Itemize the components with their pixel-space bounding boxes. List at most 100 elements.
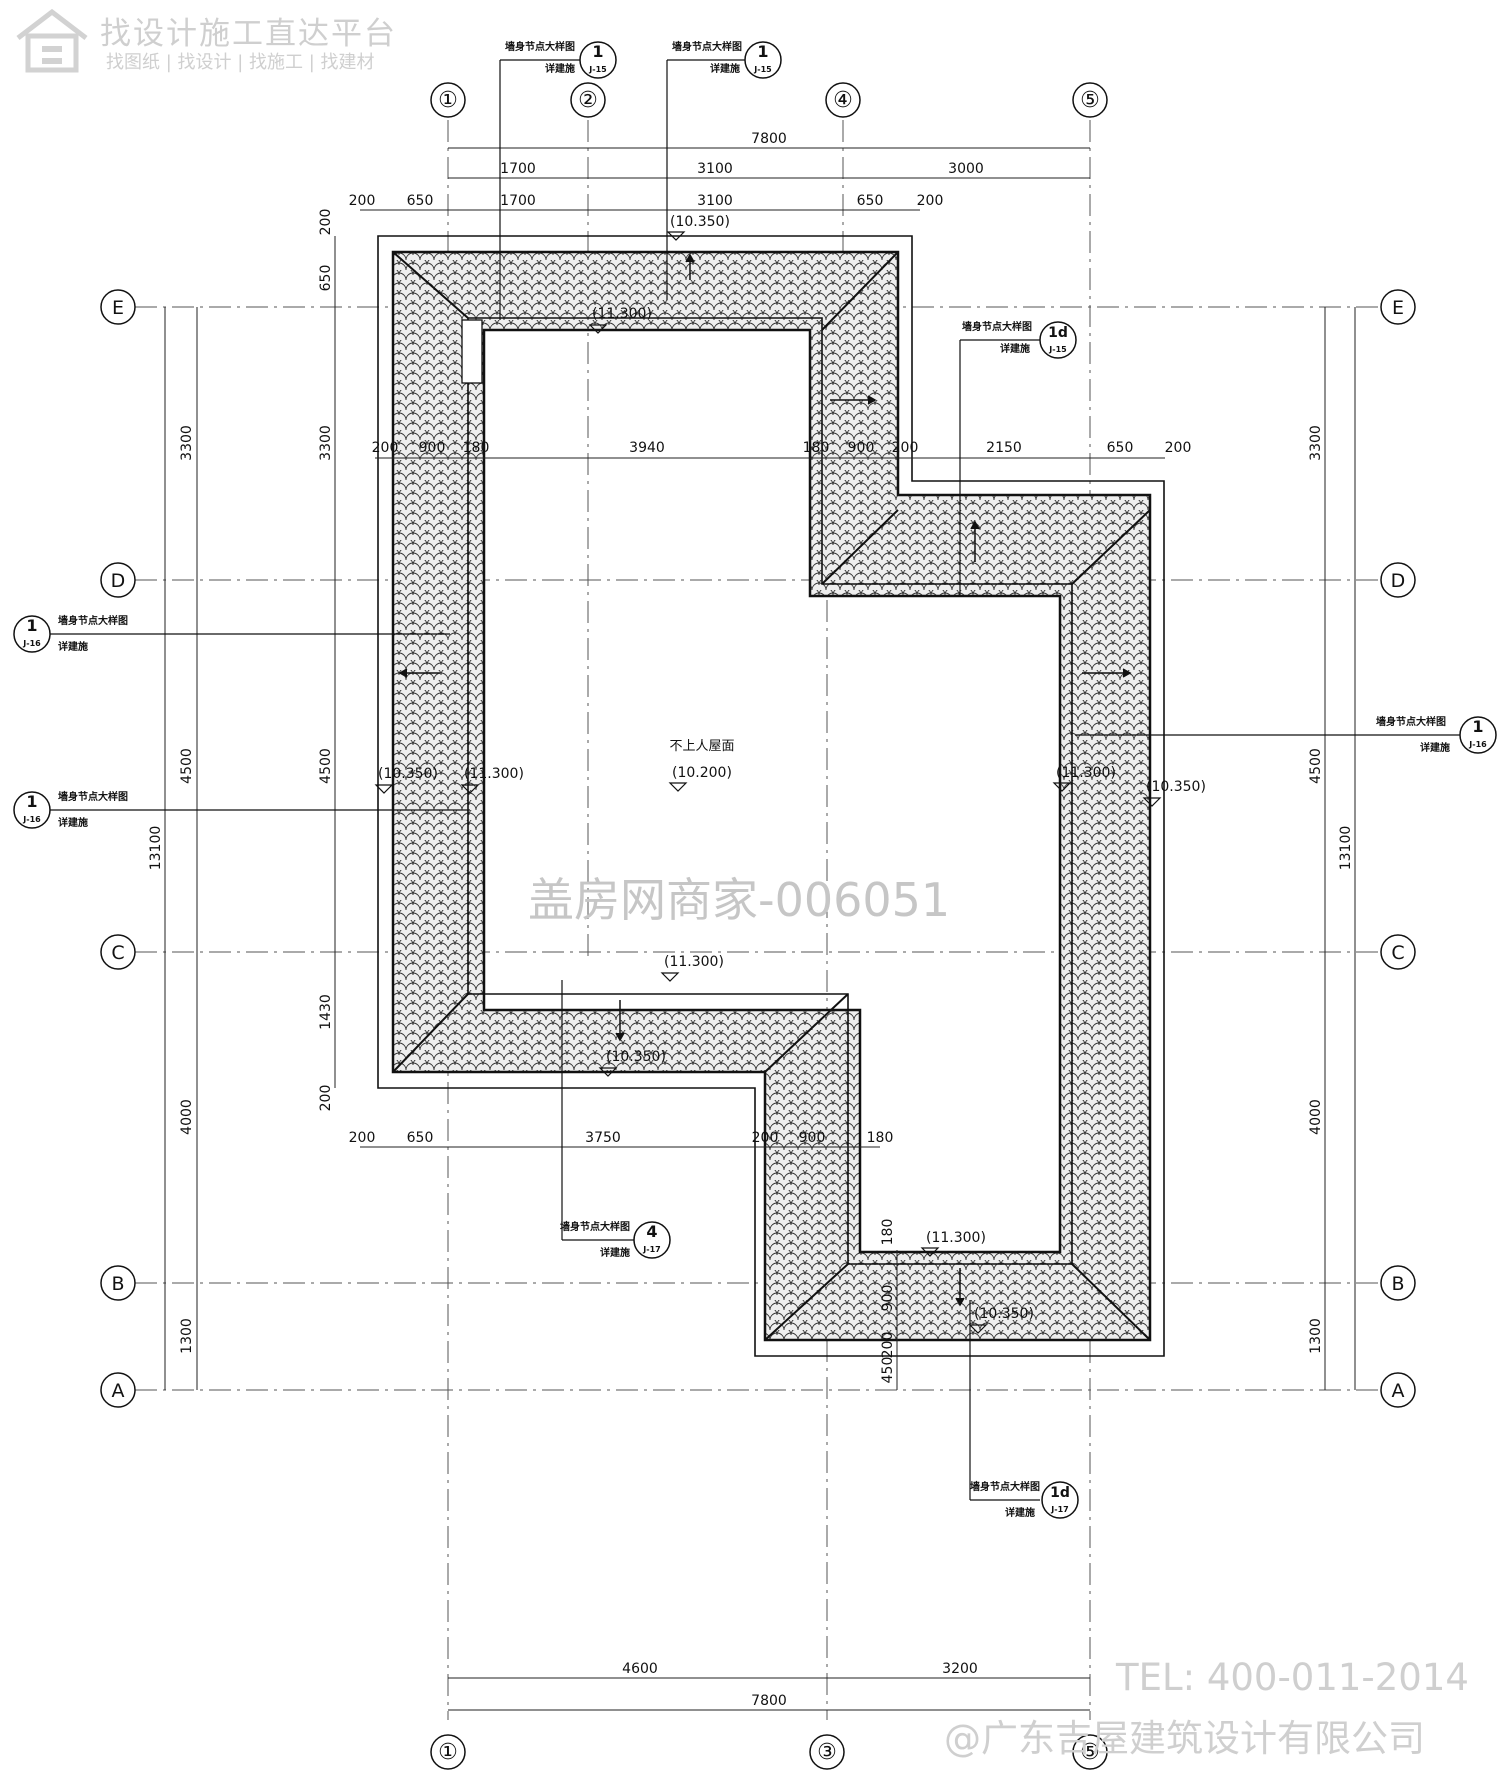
dim-top-total: 7800 xyxy=(751,131,787,147)
drain-outlet xyxy=(461,319,483,384)
elevation-markers xyxy=(374,231,1162,1334)
dim-center-b: 900 xyxy=(880,1285,896,1312)
dim-top-row2-e: 650 xyxy=(857,193,884,209)
dim-low-b: 650 xyxy=(407,1130,434,1146)
elevation-8: (11.300) xyxy=(664,954,724,970)
dim-left-outer-b: 4500 xyxy=(179,748,195,784)
elevation-4: (11.300) xyxy=(464,766,524,782)
callout-4-sheet: J-16 xyxy=(22,639,41,648)
dim-left-inner-f: 200 xyxy=(318,1085,334,1112)
axis-label-a-left: A xyxy=(112,1380,125,1402)
dim-right-outer-b: 4500 xyxy=(1308,748,1324,784)
dim-left-total: 13100 xyxy=(148,826,164,871)
callout-3-line1: 墙身节点大样图 xyxy=(962,320,1032,333)
callout-6-num: 1 xyxy=(1472,717,1483,736)
dim-top-row2-a: 200 xyxy=(349,193,376,209)
dim-left-inner-e: 1430 xyxy=(318,994,334,1030)
dim-right-total: 13100 xyxy=(1338,826,1354,871)
dim-right-outer-d: 1300 xyxy=(1308,1318,1324,1354)
dim-mid-i: 650 xyxy=(1107,440,1134,456)
axis-label-b-right: B xyxy=(1391,1273,1404,1295)
dim-bottom-a: 4600 xyxy=(622,1661,658,1677)
callout-5-line2: 详建施 xyxy=(58,816,88,829)
callout-8-sheet: J-17 xyxy=(1050,1505,1068,1514)
dim-mid-d: 3940 xyxy=(629,440,665,456)
callout-2-line2: 详建施 xyxy=(710,62,740,75)
callout-8-line1: 墙身节点大样图 xyxy=(970,1480,1040,1493)
elevation-6: (11.300) xyxy=(1056,765,1116,781)
dim-center-a: 180 xyxy=(880,1219,896,1246)
callout-1-sheet: J-15 xyxy=(588,65,607,74)
axis-label-d-right: D xyxy=(1391,570,1406,592)
axis-label-3-bottom: ③ xyxy=(817,1740,837,1765)
dim-mid-e: 180 xyxy=(803,440,830,456)
callout-3-num: 1d xyxy=(1048,325,1068,341)
callout-7-num: 4 xyxy=(646,1222,657,1241)
callout-4-num: 1 xyxy=(26,616,37,635)
callout-1-line2: 详建施 xyxy=(545,62,575,75)
watermark-company: @广东吉屋建筑设计有限公司 xyxy=(944,1717,1425,1760)
callout-4-line1: 墙身节点大样图 xyxy=(58,614,128,627)
callout-1-num: 1 xyxy=(592,42,603,61)
dim-mid-g: 200 xyxy=(892,440,919,456)
callout-2-sheet: J-15 xyxy=(753,65,772,74)
callout-6-line2: 详建施 xyxy=(1420,741,1450,754)
axis-label-c-left: C xyxy=(111,942,124,964)
elevation-10: (11.300) xyxy=(926,1230,986,1246)
callout-5-num: 1 xyxy=(26,792,37,811)
elevation-9: (10.350) xyxy=(606,1049,666,1065)
dim-left-inner-c: 3300 xyxy=(318,425,334,461)
watermark-tel: TEL: 400-011-2014 xyxy=(1116,1656,1469,1699)
watermark-title: 找设计施工直达平台 xyxy=(100,16,397,52)
axis-label-a-right: A xyxy=(1392,1380,1405,1402)
hip-lines xyxy=(392,251,1151,1341)
dimension-lines xyxy=(164,147,1356,1711)
dim-mid-f: 900 xyxy=(848,440,875,456)
callout-8-line2: 详建施 xyxy=(1005,1506,1035,1519)
dim-bottom-b: 3200 xyxy=(942,1661,978,1677)
dim-left-outer-c: 4000 xyxy=(179,1099,195,1135)
callout-6-line1: 墙身节点大样图 xyxy=(1376,715,1446,728)
axis-label-1-top: ① xyxy=(438,88,458,113)
dim-left-inner-d: 4500 xyxy=(318,748,334,784)
dim-low-e: 900 xyxy=(799,1130,826,1146)
dim-right-outer-a: 3300 xyxy=(1308,425,1324,461)
callout-7-line1: 墙身节点大样图 xyxy=(560,1220,630,1233)
dim-center-c: 200 xyxy=(880,1332,896,1359)
watermark-center: 盖房网商家-006051 xyxy=(528,873,951,927)
dim-mid-b: 900 xyxy=(419,440,446,456)
dim-left-inner-a: 200 xyxy=(318,209,334,236)
axis-label-4-top: ④ xyxy=(833,88,853,113)
callout-7-line2: 详建施 xyxy=(600,1246,630,1259)
elevation-7: (10.350) xyxy=(1146,779,1206,795)
dim-low-d: 200 xyxy=(752,1130,779,1146)
callout-6-sheet: J-16 xyxy=(1468,740,1487,749)
dim-mid-c: 180 xyxy=(463,440,490,456)
axis-label-d-left: D xyxy=(111,570,126,592)
callout-7-sheet: J-17 xyxy=(642,1245,660,1254)
callout-5-line1: 墙身节点大样图 xyxy=(58,790,128,803)
dim-top-row1-b: 3100 xyxy=(697,161,733,177)
dim-mid-h: 2150 xyxy=(986,440,1022,456)
dim-mid-a: 200 xyxy=(372,440,399,456)
elevation-3: (10.350) xyxy=(378,766,438,782)
dim-mid-j: 200 xyxy=(1165,440,1192,456)
axis-label-5-bottom: ⑤ xyxy=(1080,1740,1100,1765)
dim-top-row1-a: 1700 xyxy=(500,161,536,177)
house-logo-icon xyxy=(16,8,88,73)
dim-top-row2-f: 200 xyxy=(917,193,944,209)
callout-bubbles xyxy=(13,41,1497,1519)
callout-3-sheet: J-15 xyxy=(1048,345,1067,354)
dim-top-row2-b: 650 xyxy=(407,193,434,209)
dim-left-inner-b: 650 xyxy=(318,265,334,292)
elevation-11: (10.350) xyxy=(974,1306,1034,1322)
axis-label-e-left: E xyxy=(112,297,124,319)
dim-top-row2-c: 1700 xyxy=(500,193,536,209)
dim-left-outer-a: 3300 xyxy=(179,425,195,461)
elevation-5: (10.200) xyxy=(672,765,732,781)
drainage-arrows xyxy=(398,253,1132,1307)
axis-label-2-top: ② xyxy=(578,88,598,113)
axis-label-c-right: C xyxy=(1391,942,1404,964)
dim-top-row2-d: 3100 xyxy=(697,193,733,209)
